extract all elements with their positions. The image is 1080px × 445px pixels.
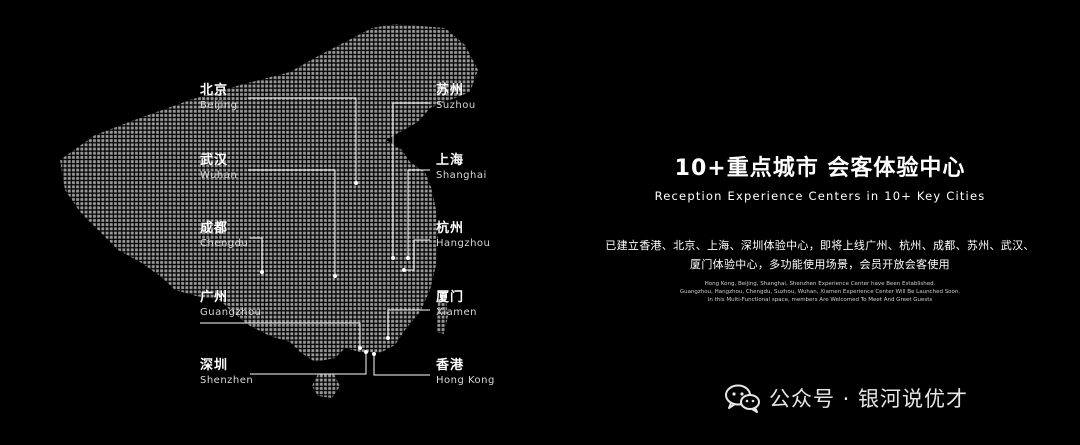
city-label-wuhan: 武汉 Wuhan [200, 154, 237, 181]
headline: 10+重点城市 会客体验中心 Reception Experience Cent… [600, 150, 1040, 203]
city-name-zh: 香港 [436, 358, 465, 373]
china-mainland-shape [60, 24, 478, 362]
description-zh-line-1: 已建立香港、北京、上海、深圳体验中心，即将上线广州、杭州、成都、苏州、武汉、 [605, 239, 1035, 252]
city-label-hangzhou: 杭州 Hangzhou [436, 222, 490, 249]
city-name-zh: 杭州 [436, 221, 465, 236]
leader-line-xiamen [387, 309, 430, 338]
city-marker-chengdu [260, 270, 264, 274]
description-zh-line-2: 厦门体验中心，多功能使用场景，会员开放会客使用 [690, 258, 950, 271]
city-label-suzhou: 苏州 Suzhou [436, 84, 476, 111]
watermark-text: 公众号 · 银河说优才 [769, 387, 969, 411]
city-marker-shenzhen [364, 350, 368, 354]
city-name-zh: 武汉 [200, 153, 229, 168]
city-label-chengdu: 成都 Chengdu [200, 222, 248, 249]
city-name-zh: 北京 [200, 83, 229, 98]
city-marker-hangzhou [402, 268, 406, 272]
city-name-en: Shanghai [436, 170, 487, 181]
city-marker-wuhan [333, 274, 337, 278]
city-name-en: Guangzhou [200, 307, 262, 318]
city-marker-shanghai [406, 256, 410, 260]
city-label-beijing: 北京 Beijing [200, 84, 238, 111]
leader-line-suzhou [392, 102, 430, 258]
city-label-shenzhen: 深圳 Shenzhen [200, 359, 253, 386]
hainan-island-shape [312, 374, 340, 398]
city-label-shanghai: 上海 Shanghai [436, 154, 487, 181]
description-en-line-1: Hong Kong, Beijing, Shanghai, Shenzhen E… [704, 281, 936, 287]
city-name-en: Xiamen [436, 307, 477, 318]
leader-line-beijing [248, 97, 357, 183]
leader-line-guangzhou [200, 322, 361, 348]
city-name-en: Hong Kong [436, 375, 495, 386]
city-label-hongkong: 香港 Hong Kong [436, 359, 495, 386]
description-en-line-3: In this Multi-Functional space, members … [707, 297, 933, 303]
city-label-xiamen: 厦门 Xiamen [436, 291, 477, 318]
city-name-en: Beijing [200, 100, 238, 111]
city-name-en: Suzhou [436, 100, 476, 111]
description: 已建立香港、北京、上海、深圳体验中心，即将上线广州、杭州、成都、苏州、武汉、 厦… [560, 236, 1080, 304]
leader-line-hongkong [373, 354, 430, 376]
city-label-guangzhou: 广州 Guangzhou [200, 291, 261, 318]
city-name-en: Chengdu [200, 238, 249, 249]
watermark: 公众号 · 银河说优才 [723, 383, 968, 413]
city-marker-beijing [354, 181, 358, 185]
city-name-en: Shenzhen [200, 375, 254, 386]
city-name-zh: 上海 [436, 153, 465, 168]
city-name-zh: 苏州 [436, 83, 465, 98]
city-marker-xiamen [386, 336, 390, 340]
leader-line-chengdu [250, 237, 263, 272]
description-en-line-2: Guangzhou, Hangzhou, Chengdu, Suzhou, Wu… [679, 289, 961, 295]
city-name-zh: 广州 [200, 290, 229, 305]
city-name-zh: 成都 [200, 221, 229, 236]
city-name-zh: 厦门 [436, 290, 465, 305]
city-marker-suzhou [391, 256, 395, 260]
wechat-icon [725, 384, 760, 413]
taiwan-island-shape [436, 300, 448, 334]
city-marker-hongkong [372, 352, 376, 356]
title-en: Reception Experience Centers in 10+ Key … [654, 189, 986, 203]
city-name-zh: 深圳 [200, 358, 229, 373]
city-name-en: Hangzhou [436, 238, 491, 249]
leader-line-wuhan [248, 169, 336, 276]
city-name-en: Wuhan [200, 170, 238, 181]
city-marker-guangzhou [358, 346, 362, 350]
leader-lines [200, 97, 430, 376]
leader-line-hangzhou [404, 239, 430, 271]
leader-line-shenzhen [250, 352, 367, 375]
city-markers [260, 181, 410, 356]
title-zh: 10+重点城市 会客体验中心 [674, 156, 966, 181]
leader-line-shanghai [407, 169, 430, 258]
